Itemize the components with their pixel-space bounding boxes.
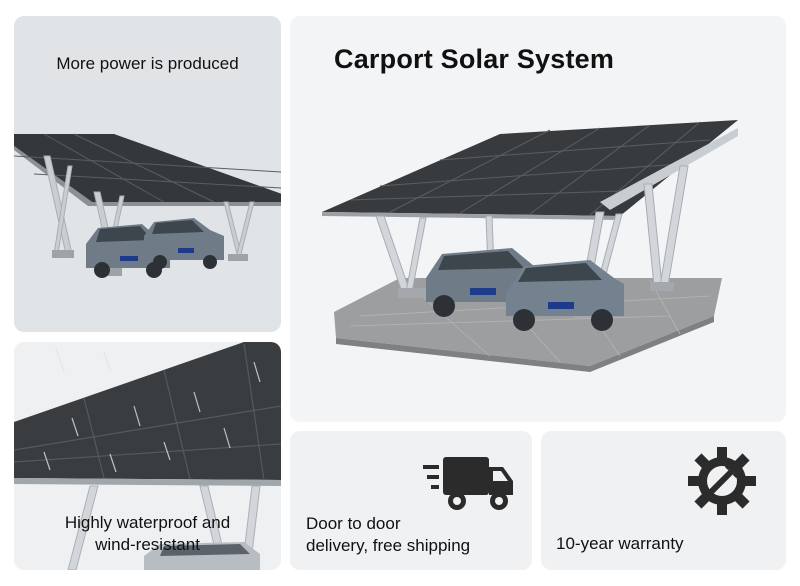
more-power-caption: More power is produced: [56, 54, 239, 73]
waterproof-caption: Highly waterproof and wind-resistant: [14, 512, 281, 556]
carport-solar-image: [322, 120, 738, 372]
gear-wrench-icon: [688, 447, 756, 515]
shipping-panel: Door to door delivery, free shipping: [290, 431, 532, 570]
warranty-panel: 10-year warranty: [541, 431, 786, 570]
shipping-caption-line1: Door to door: [306, 514, 401, 533]
more-power-panel: More power is produced: [14, 16, 281, 332]
waterproof-panel: Highly waterproof and wind-resistant: [14, 342, 281, 570]
car-right: [144, 218, 224, 269]
page-title: Carport Solar System: [334, 44, 615, 74]
shipping-caption: Door to door delivery, free shipping: [306, 513, 470, 557]
warranty-caption: 10-year warranty: [556, 534, 684, 553]
shipping-caption-line2: delivery, free shipping: [306, 536, 471, 555]
waterproof-caption-line1: Highly waterproof and: [64, 513, 231, 532]
carport-main-panel: Carport Solar System: [290, 16, 786, 422]
small-carport-image: [14, 133, 281, 278]
rain-solar-image: [14, 342, 281, 570]
waterproof-caption-line2: wind-resistant: [95, 535, 200, 554]
truck-icon: [423, 457, 513, 510]
car-right-main: [506, 260, 624, 331]
